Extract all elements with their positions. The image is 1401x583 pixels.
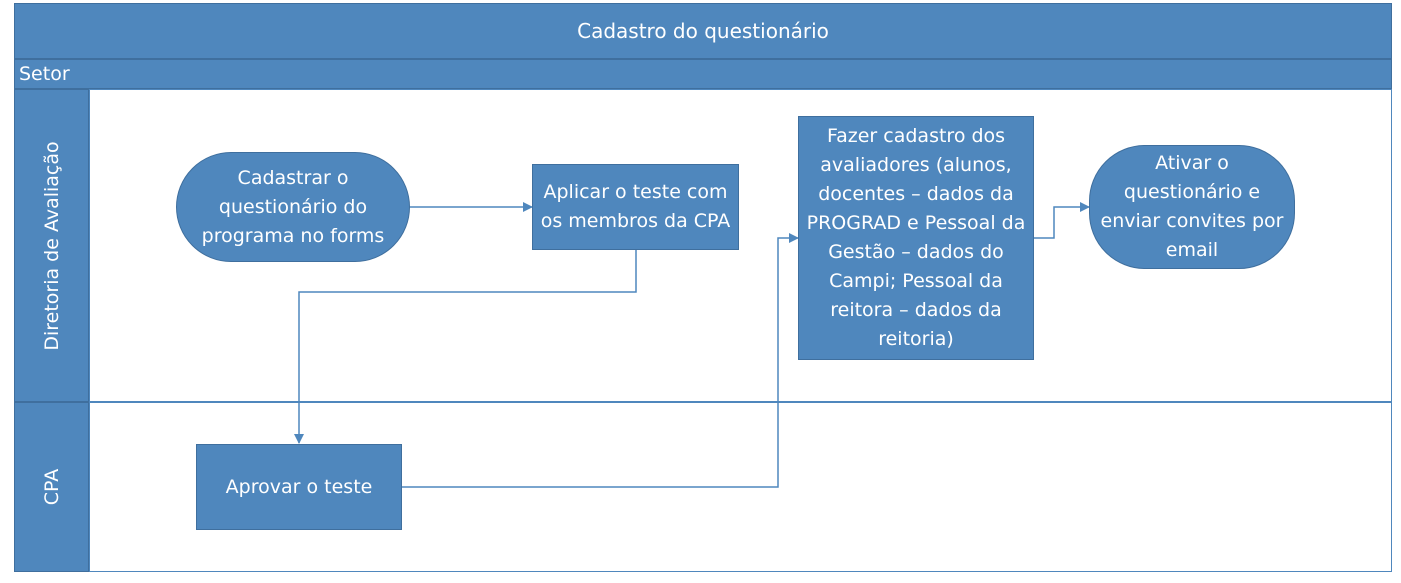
node-ativar-questionario: Ativar o questionário e enviar convites … — [1089, 145, 1295, 269]
node-fazer-cadastro: Fazer cadastro dos avaliadores (alunos, … — [798, 116, 1034, 360]
node-aprovar-teste: Aprovar o teste — [196, 444, 402, 530]
node-ativar-label: Ativar o questionário e enviar convites … — [1100, 152, 1284, 261]
node-aprovar-label: Aprovar o teste — [225, 475, 373, 498]
node-fazer-label: Fazer cadastro dos avaliadores (alunos, … — [806, 125, 1026, 350]
lane-header-diretoria: Diretoria de Avaliação — [14, 89, 89, 402]
connector-fazer-ativar — [1034, 202, 1090, 239]
connector-aplicar-aprovar — [294, 249, 637, 444]
connector-aprovar-fazer — [402, 233, 799, 488]
diagram-title: Cadastro do questionário — [14, 3, 1392, 59]
node-cadastrar-questionario: Cadastrar o questionário do programa no … — [176, 152, 410, 262]
node-aplicar-label: Aplicar o teste com os membros da CPA — [540, 181, 731, 232]
setor-header: Setor — [14, 59, 1392, 89]
node-cadastrar-label: Cadastrar o questionário do programa no … — [201, 166, 385, 247]
lane-header-cpa: CPA — [14, 402, 89, 572]
node-aplicar-teste: Aplicar o teste com os membros da CPA — [532, 164, 739, 250]
